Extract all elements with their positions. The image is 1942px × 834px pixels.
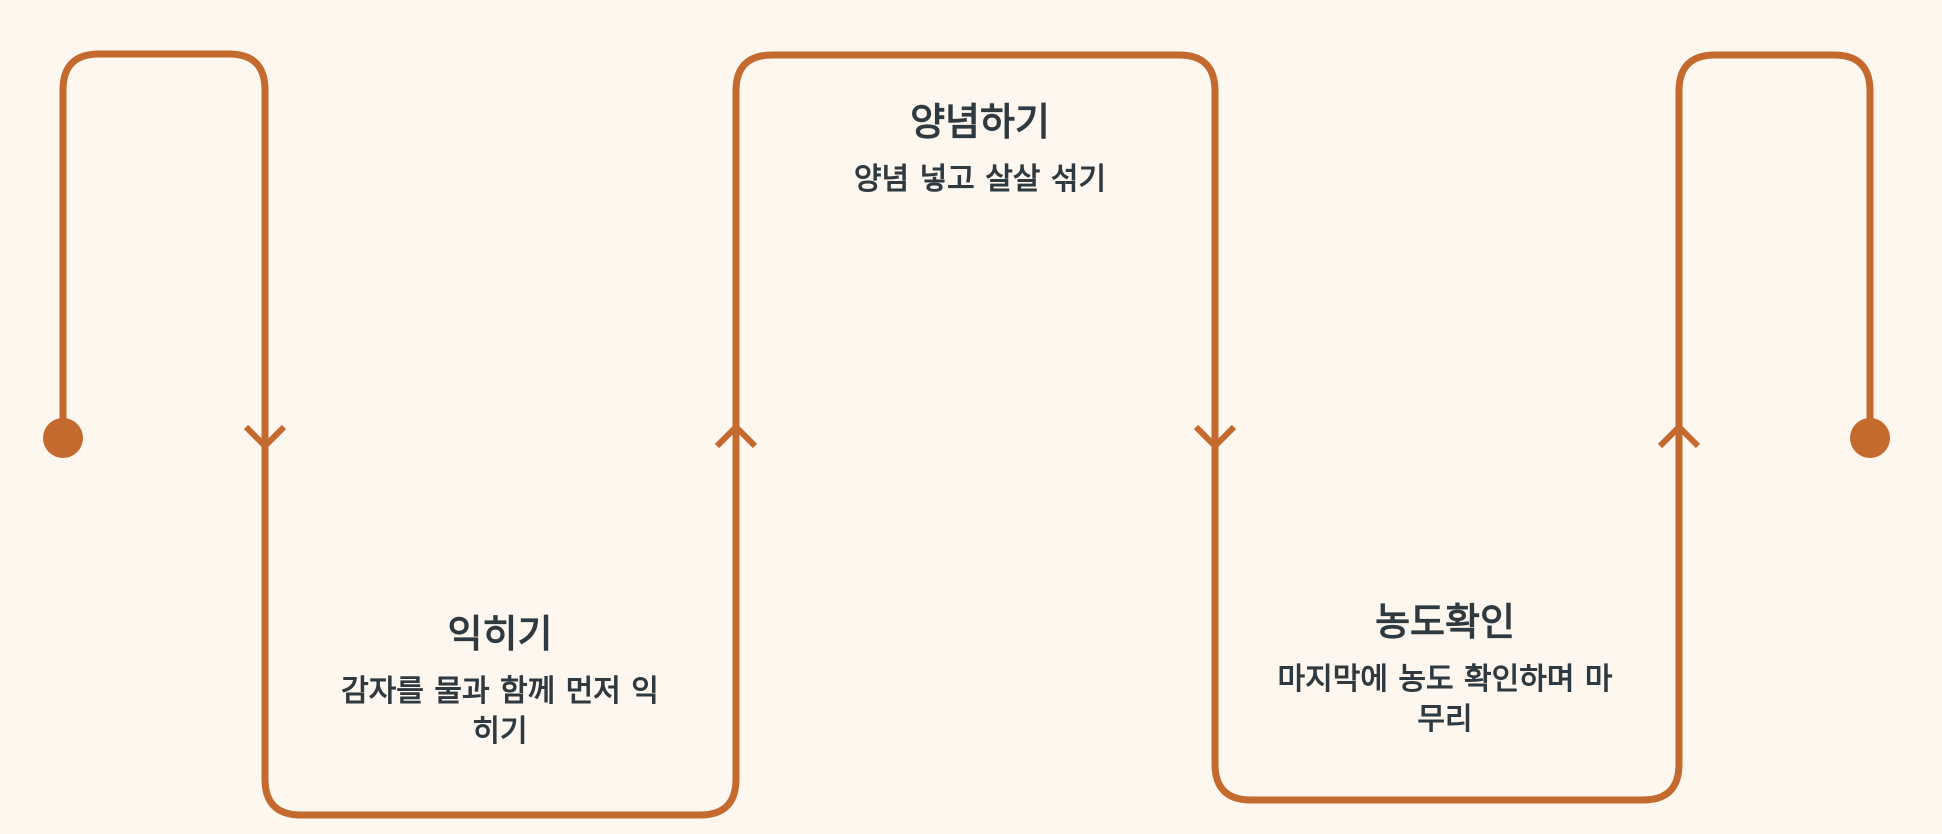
up-chevron-icon — [714, 422, 758, 449]
step-title: 익히기 — [447, 612, 553, 656]
down-chevron-icon — [243, 424, 287, 451]
step-description: 감자를 물과 함께 먼저 익히기 — [341, 673, 659, 750]
end-dot-icon — [1850, 418, 1890, 458]
start-dot-icon — [43, 418, 83, 458]
step-description: 마지막에 농도 확인하며 마무리 — [1277, 661, 1613, 738]
step-title: 양념하기 — [910, 100, 1050, 144]
step-check-consistency: 농도확인 마지막에 농도 확인하며 마무리 — [1270, 600, 1620, 741]
step-title: 농도확인 — [1375, 600, 1515, 644]
step-cook: 익히기 감자를 물과 함께 먼저 익히기 — [330, 612, 670, 753]
step-description: 양념 넣고 살살 섞기 — [853, 161, 1107, 197]
down-chevron-icon — [1193, 424, 1237, 451]
up-chevron-icon — [1657, 422, 1701, 449]
step-season: 양념하기 양념 넣고 살살 섞기 — [800, 100, 1160, 200]
flow-line — [59, 50, 1874, 819]
